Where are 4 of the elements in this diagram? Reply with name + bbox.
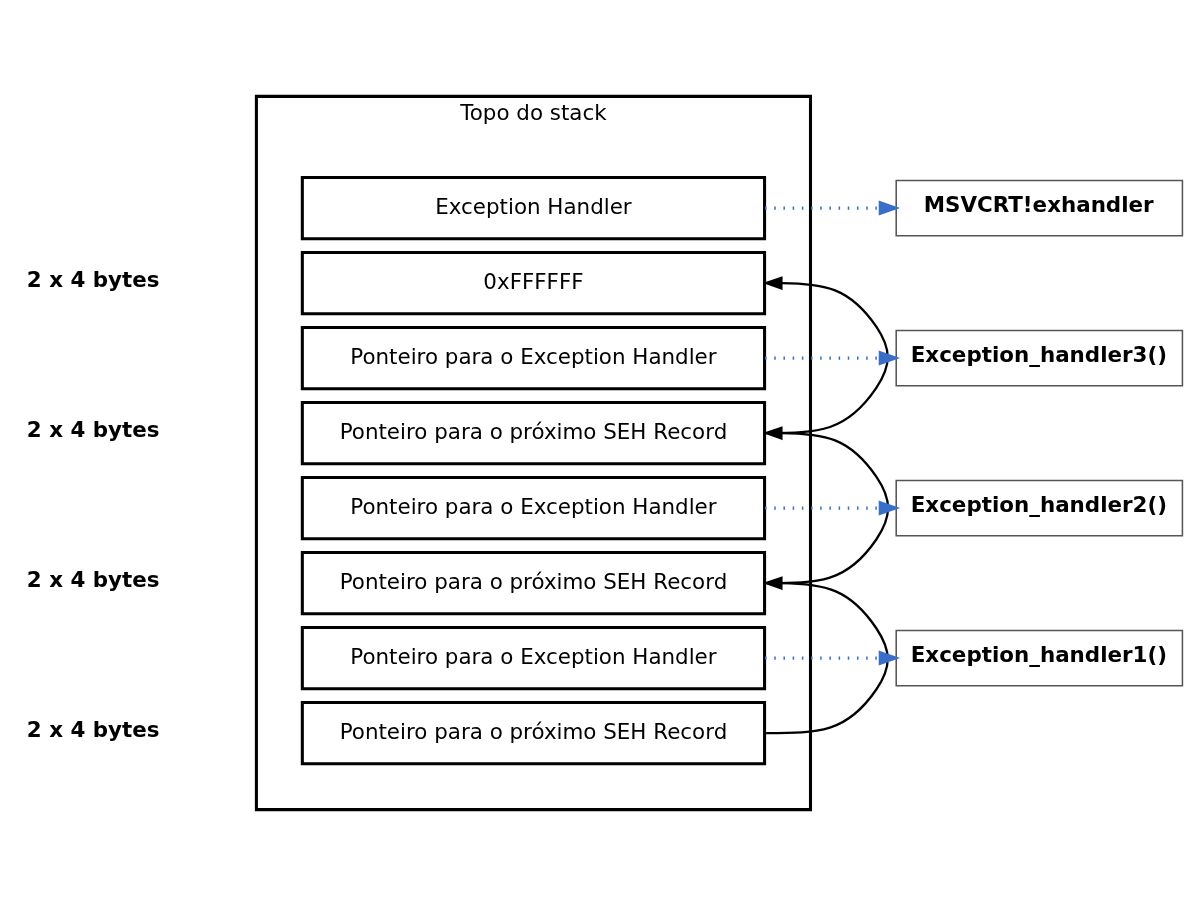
label: 2 x 4 bytes [26,567,160,593]
label: 2 x 4 bytes [26,417,160,443]
label: 2 x 4 bytes [26,717,160,743]
label: 2 x 4 bytes [26,267,160,293]
